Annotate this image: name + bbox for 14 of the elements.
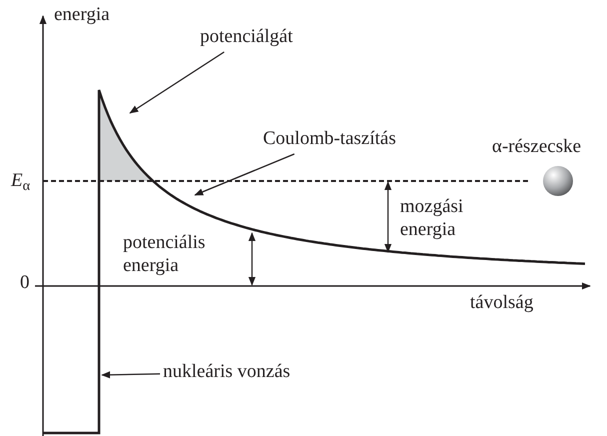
axis-label: α-részecske [492, 136, 582, 159]
leader-arrow [129, 51, 224, 114]
callout-text: Coulomb-taszítás [263, 128, 396, 151]
leader-arrow [101, 371, 160, 378]
axis-label: mozgási energia [400, 196, 464, 242]
axis-label: távolság [470, 292, 534, 315]
axis-label: E$_{α}$ [11, 170, 30, 193]
leader-arrow [194, 153, 295, 196]
callout-text: nukleáris vonzás [163, 361, 290, 384]
axis-label: 0 [20, 272, 30, 295]
potential-curve [43, 88, 586, 434]
callout-text: potenciálgát [200, 26, 293, 49]
axis-label: energia [54, 4, 110, 27]
axis-label: potenciális energia [123, 232, 206, 278]
